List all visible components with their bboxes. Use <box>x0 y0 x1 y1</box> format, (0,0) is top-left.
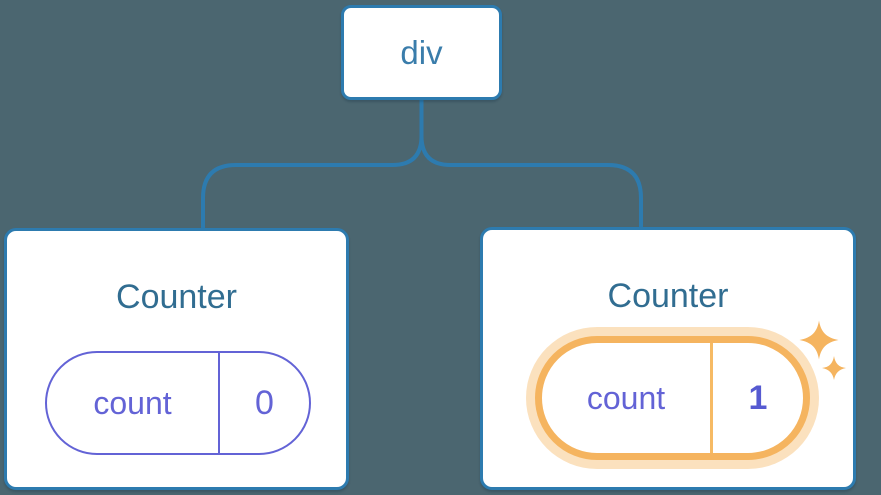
tree-node-div: div <box>341 5 502 100</box>
state-value: 0 <box>255 383 274 422</box>
state-pill: count 0 <box>45 351 311 455</box>
counter-node-left: Counter count 0 <box>4 228 349 490</box>
state-key: count <box>542 343 713 453</box>
node-label: div <box>400 33 443 71</box>
state-value: 1 <box>748 378 768 417</box>
counter-title: Counter <box>116 278 237 316</box>
state-key: count <box>47 353 220 453</box>
state-pill-highlighted: count 1 <box>535 336 810 460</box>
counter-title: Counter <box>607 277 729 315</box>
counter-node-right: Counter count 1 <box>480 227 856 490</box>
